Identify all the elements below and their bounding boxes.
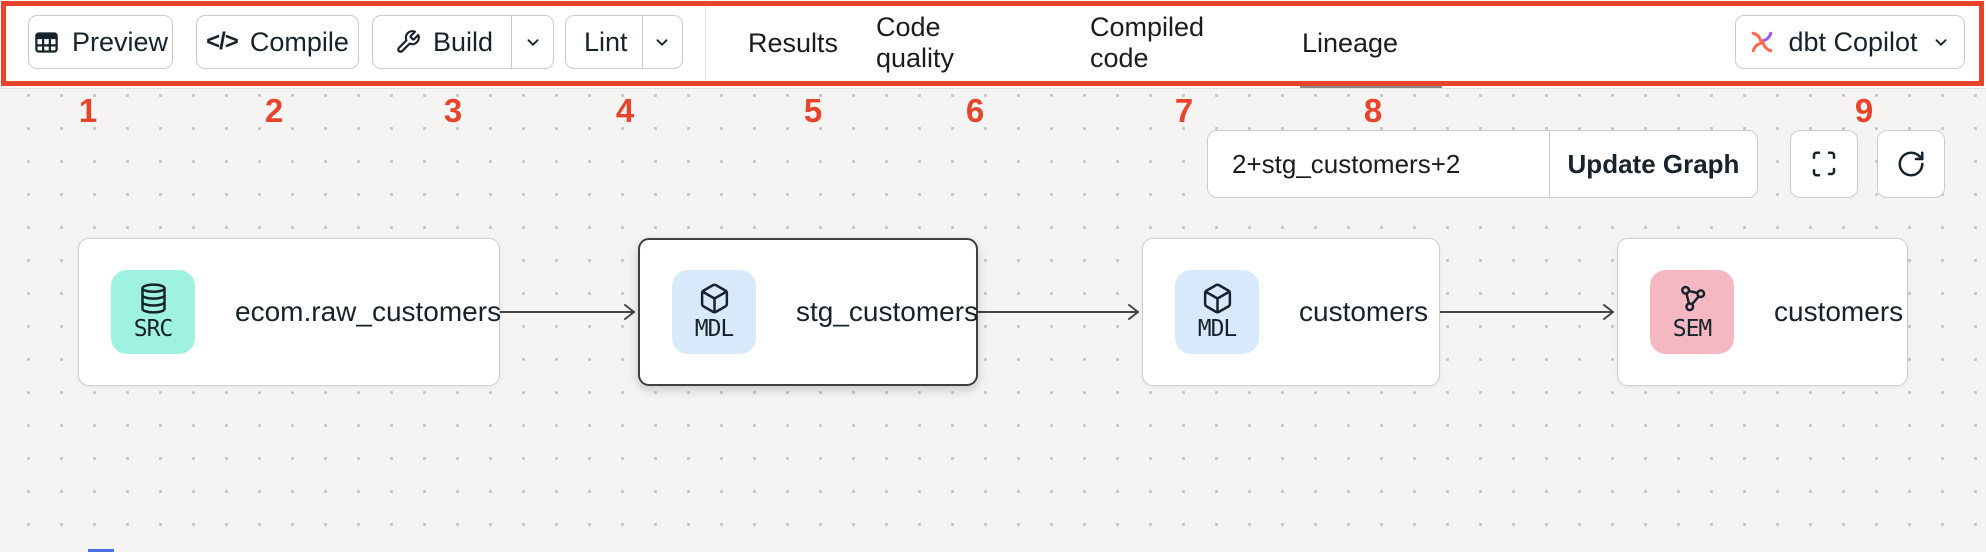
copilot-label: dbt Copilot xyxy=(1788,26,1918,57)
lineage-node-raw-customers[interactable]: SRC ecom.raw_customers xyxy=(78,238,502,386)
code-icon: </> xyxy=(206,28,239,55)
model-badge: MDL xyxy=(1175,270,1259,354)
compile-button[interactable]: </> Compile xyxy=(196,15,359,69)
badge-label: MDL xyxy=(694,316,735,342)
source-badge: SRC xyxy=(111,270,195,354)
semantic-model-icon xyxy=(1680,285,1705,312)
lint-label: Lint xyxy=(584,26,628,57)
lineage-node-stg-customers[interactable]: MDL stg_customers xyxy=(638,238,978,386)
build-label: Build xyxy=(433,26,494,57)
lint-button[interactable]: Lint xyxy=(566,16,642,68)
model-badge: MDL xyxy=(672,270,756,354)
chevron-down-icon xyxy=(1935,39,1947,46)
compile-label: Compile xyxy=(249,26,349,57)
refresh-button[interactable] xyxy=(1877,130,1945,198)
preview-label: Preview xyxy=(71,26,169,57)
lineage-node-customers-model[interactable]: MDL customers xyxy=(1142,238,1440,386)
table-icon xyxy=(35,31,58,53)
lint-button-group: Lint xyxy=(565,15,683,69)
tab-lineage[interactable]: Lineage xyxy=(1301,0,1399,86)
lineage-selector-input[interactable] xyxy=(1208,131,1549,197)
chevron-down-icon xyxy=(656,39,668,46)
build-button-group: Build xyxy=(372,15,554,69)
dbt-logo-icon xyxy=(1752,31,1773,53)
tab-compiled-code[interactable]: Compiled code xyxy=(1090,0,1262,86)
tab-results-label: Results xyxy=(747,27,839,58)
refresh-icon xyxy=(1898,151,1924,177)
node-label: stg_customers xyxy=(796,296,979,327)
badge-label: MDL xyxy=(1197,316,1238,342)
build-dropdown-button[interactable] xyxy=(511,16,553,68)
badge-label: SRC xyxy=(133,316,174,342)
tab-lineage-label: Lineage xyxy=(1301,27,1399,58)
badge-label: SEM xyxy=(1672,316,1713,342)
bottom-edge-artifact xyxy=(88,549,114,552)
semantic-model-badge: SEM xyxy=(1650,270,1734,354)
dbt-copilot-button[interactable]: dbt Copilot xyxy=(1735,15,1965,69)
database-icon xyxy=(140,283,166,314)
cube-icon xyxy=(700,283,728,314)
lineage-node-customers-semantic[interactable]: SEM customers xyxy=(1617,238,1908,386)
toolbar-divider xyxy=(705,4,706,84)
tab-compiled-code-label: Compiled code xyxy=(1090,12,1205,73)
node-label: customers xyxy=(1774,296,1904,327)
tab-code-quality[interactable]: Code quality xyxy=(876,0,1016,86)
tab-code-quality-label: Code quality xyxy=(876,12,955,73)
lint-dropdown-button[interactable] xyxy=(641,16,682,68)
fullscreen-icon xyxy=(1812,151,1836,177)
build-button[interactable]: Build xyxy=(373,16,511,68)
tab-results[interactable]: Results xyxy=(748,0,838,86)
wrench-icon xyxy=(397,30,420,53)
fullscreen-button[interactable] xyxy=(1790,130,1858,198)
update-graph-button[interactable]: Update Graph xyxy=(1549,131,1757,197)
preview-button[interactable]: Preview xyxy=(28,15,173,69)
chevron-down-icon xyxy=(527,39,539,46)
node-label: customers xyxy=(1299,296,1429,327)
update-graph-label: Update Graph xyxy=(1567,148,1740,179)
node-label: ecom.raw_customers xyxy=(235,296,502,327)
lineage-selector-group: Update Graph xyxy=(1207,130,1758,198)
cube-icon xyxy=(1203,283,1231,314)
toolbar: Preview </> Compile Build Lint xyxy=(0,0,1986,89)
